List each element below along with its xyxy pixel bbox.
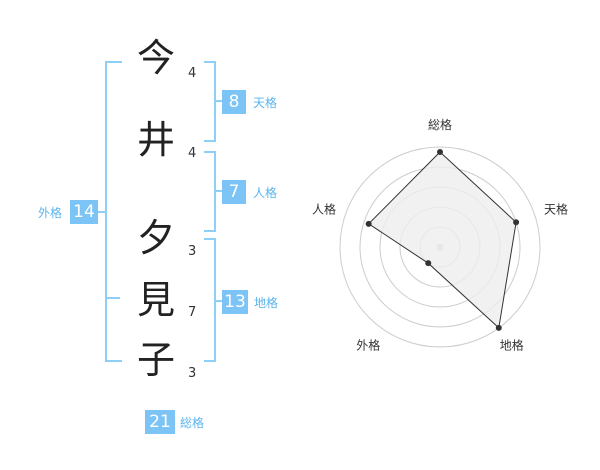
radar-point-2 — [513, 219, 520, 226]
name-char-3: 夕 — [136, 216, 175, 260]
radar-ring-5 — [339, 146, 541, 348]
radar-axis-label-5: 人格 — [312, 201, 336, 216]
jinkaku-value: 7 — [222, 180, 246, 204]
name-char-5: 子 — [136, 338, 175, 382]
radar-point-5 — [365, 220, 372, 227]
tenkaku-label: 天格 — [253, 96, 278, 110]
radar-point-1 — [437, 149, 443, 155]
name-char-4: 見 — [136, 278, 175, 322]
soukaku-value: 21 — [145, 410, 175, 434]
gaikaku-connector — [96, 211, 106, 213]
jinkaku-connector — [214, 190, 222, 192]
chikaku-connector — [214, 300, 222, 302]
name-char-1: 今 — [136, 36, 175, 80]
jinkaku-label: 人格 — [253, 186, 278, 200]
chikaku-label: 地格 — [254, 296, 279, 310]
tenkaku-connector — [214, 100, 222, 102]
stroke-count-4: 7 — [188, 305, 197, 320]
stroke-count-1: 4 — [188, 66, 197, 81]
radar-point-3 — [495, 324, 502, 331]
tenkaku-value: 8 — [222, 90, 246, 114]
stroke-count-3: 3 — [188, 244, 197, 259]
radar-axis-label-1: 総格 — [428, 117, 452, 132]
chikaku-value: 13 — [222, 290, 248, 314]
stroke-count-5: 3 — [188, 366, 197, 381]
gaikaku-label: 外格 — [38, 206, 63, 220]
name-char-2: 井 — [136, 118, 175, 162]
radar-axis-label-3: 地格 — [500, 338, 524, 353]
gaikaku-bracket-tick — [105, 297, 120, 299]
radar-axis-label-2: 天格 — [544, 201, 568, 216]
gaikaku-bracket — [105, 61, 122, 362]
gaikaku-value: 14 — [70, 200, 98, 224]
radar-polygon — [367, 151, 517, 329]
stroke-count-2: 4 — [188, 146, 197, 161]
soukaku-label: 総格 — [180, 416, 205, 430]
radar-point-4 — [425, 260, 432, 267]
radar-axis-label-4: 外格 — [356, 338, 380, 353]
